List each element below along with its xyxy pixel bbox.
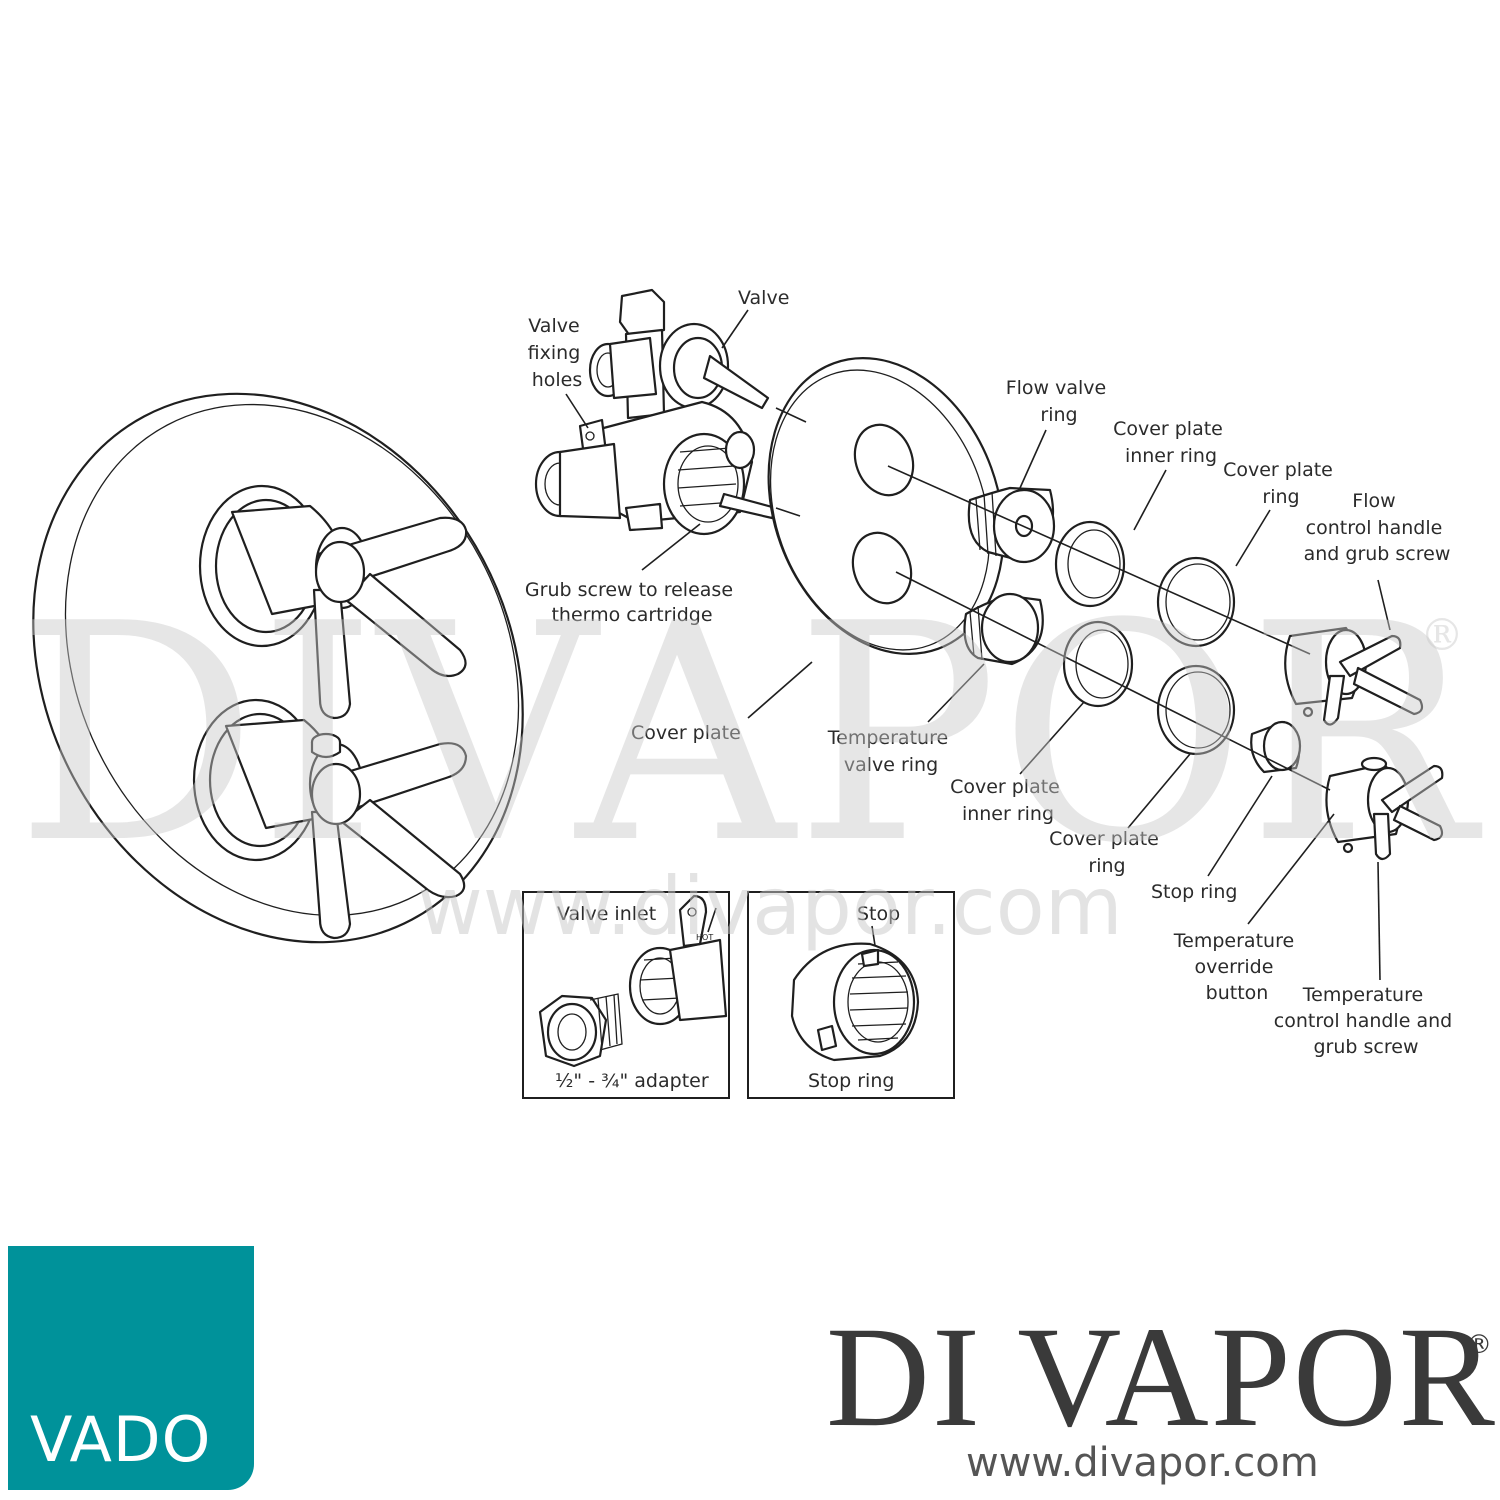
label-valve: Valve [738, 287, 789, 309]
exploded-axes [775, 407, 1331, 791]
label-temperature-valve-ring: Temperature valve ring [827, 727, 954, 776]
inset-valve-inlet-title: Valve inlet [557, 903, 656, 925]
inset-valve-inlet: Valve inlet HOT ½" - ¾" adapter [522, 891, 730, 1099]
label-flow-valve-ring: Flow valve ring [1006, 377, 1113, 426]
inset-stop-ring: Stop Stop ring [747, 891, 955, 1099]
label-valve-fixing-holes: Valve fixing holes [528, 315, 587, 391]
valve-body-illustration [534, 288, 778, 536]
label-cover-plate: Cover plate [631, 722, 741, 744]
watermark-reg: ® [1420, 610, 1464, 661]
inset-valve-inlet-caption: ½" - ¾" adapter [555, 1070, 709, 1092]
part-labels: Valve Valve fixing holes Grub screw to r… [525, 287, 1459, 1058]
label-flow-control-handle: Flow control handle and grub screw [1304, 490, 1451, 565]
vado-logo: VADO [8, 1246, 254, 1490]
label-cover-plate-ring-top: Cover plate ring [1223, 459, 1339, 508]
brand-registered-mark: ® [1466, 1330, 1492, 1360]
cover-plate-illustration [767, 357, 1005, 655]
brand-url: www.divapor.com [966, 1440, 1319, 1486]
ring-parts-illustration [963, 486, 1444, 861]
watermark: DIVAPOR ® www.divapor.com [15, 560, 1484, 953]
label-cover-plate-inner-ring-bottom: Cover plate inner ring [950, 776, 1066, 825]
label-stop-ring: Stop ring [1151, 881, 1237, 903]
vado-logo-text: VADO [30, 1403, 212, 1476]
watermark-url: www.divapor.com [417, 860, 1122, 953]
inset-stop-ring-caption: Stop ring [808, 1070, 894, 1092]
inset-hot-marking: HOT [696, 933, 713, 942]
label-cover-plate-ring-bottom: Cover plate ring [1049, 828, 1165, 877]
label-temperature-override-button: Temperature override button [1173, 930, 1300, 1004]
inset-stop-title: Stop [857, 903, 900, 925]
label-temperature-control-handle: Temperature control handle and grub scre… [1274, 984, 1459, 1058]
label-cover-plate-inner-ring-top: Cover plate inner ring [1113, 418, 1229, 467]
leader-lines [565, 309, 1391, 981]
brand-name: DI VAPOR [826, 1298, 1497, 1457]
label-grub-screw-release: Grub screw to release thermo cartridge [525, 579, 739, 626]
watermark-text: DIVAPOR [15, 560, 1484, 909]
assembled-valve-illustration [32, 392, 524, 944]
